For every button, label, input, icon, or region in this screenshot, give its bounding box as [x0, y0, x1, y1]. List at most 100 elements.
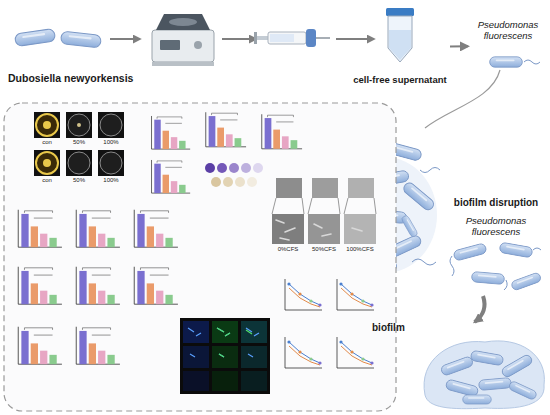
crystal-violet-wells [223, 177, 233, 187]
petri-dish-images [66, 112, 92, 138]
flow-arrow [450, 45, 468, 47]
bacteria-group [450, 248, 541, 290]
caption-text: Pseudomonas fluorescens [444, 216, 548, 238]
fluorescence-grid [217, 328, 252, 357]
bacterium [490, 57, 523, 67]
panel-label: 100% [96, 139, 126, 146]
centrifuge [160, 40, 180, 50]
petri-dish-images [34, 112, 60, 138]
syringe-filter [270, 34, 294, 42]
bar-charts [76, 210, 120, 247]
bar-charts [18, 112, 302, 364]
biofilm-cluster [463, 395, 492, 404]
panel-label: 50%CFS [306, 246, 342, 253]
bar-charts [134, 267, 178, 304]
fluorescence-grid [212, 346, 238, 368]
crystal-violet-wells [211, 177, 221, 187]
fluorescence-grid [188, 328, 259, 357]
fluorescence-grid [241, 346, 267, 368]
centrifuge [152, 62, 214, 66]
crystal-violet-wells [235, 177, 245, 187]
bar-charts [206, 112, 246, 147]
petri-dish-images [36, 114, 58, 136]
results-panel [4, 103, 396, 411]
bacterium [425, 57, 540, 128]
fluorescence-grid [183, 371, 209, 391]
biofilm-cluster [424, 341, 544, 409]
fluorescence-grid [183, 321, 209, 343]
crystal-violet-wells [205, 163, 263, 187]
bar-charts [262, 114, 302, 149]
petri-dish-images [66, 150, 92, 176]
bacteria-group [453, 243, 487, 261]
petri-dish-images [34, 150, 60, 176]
syringe-filter [316, 37, 330, 39]
panel-label: 0%CFS [270, 246, 306, 253]
sem-images [272, 198, 376, 214]
centrifuge-tube [386, 8, 414, 16]
biofilm-disruption-cluster [401, 215, 419, 238]
biofilm-cluster [470, 350, 504, 366]
bar-charts [152, 116, 191, 149]
bar-charts [76, 327, 120, 364]
petri-dish-images [43, 121, 51, 129]
sem-images [276, 178, 302, 198]
bar-charts [18, 267, 62, 304]
panel-label: 50% [64, 177, 94, 184]
crystal-violet-wells [229, 163, 239, 173]
bar-charts [134, 210, 178, 247]
biofilm-cluster [478, 378, 511, 391]
centrifuge [169, 18, 197, 26]
caption-text: biofilm [372, 322, 548, 334]
process-arrow [222, 38, 256, 40]
petri-dish-images [36, 152, 58, 174]
bacteria-group [471, 271, 504, 284]
fluorescence-grid [241, 321, 267, 343]
sem-images [276, 220, 362, 240]
biofilm-cluster [500, 354, 533, 379]
bar-charts [18, 210, 62, 247]
syringe-filter [256, 36, 268, 40]
petri-dish-images [98, 112, 124, 138]
line-charts [285, 337, 322, 368]
centrifuge-tube [388, 16, 412, 62]
petri-dish-images [100, 114, 122, 136]
centrifuge [156, 14, 210, 30]
bacteria-rods [14, 28, 101, 47]
fluorescence-grid [212, 371, 238, 391]
syringe-filter [268, 32, 306, 44]
results-panel [4, 103, 396, 411]
panel-label: 50% [64, 139, 94, 146]
caption-text: biofilm disruption [444, 197, 548, 209]
process-arrow [110, 38, 140, 40]
fluorescence-grid [183, 346, 209, 368]
centrifuge [194, 41, 202, 49]
biofilm-cluster [424, 341, 544, 409]
syringe-filter [254, 32, 257, 44]
crystal-violet-wells [253, 163, 263, 173]
centrifuge-tube [389, 30, 411, 60]
fluorescence-grid [241, 371, 267, 391]
panel-label: con [32, 177, 62, 184]
petri-dish-images [77, 123, 81, 127]
illustration-caption: Pseudomonas fluorescens [444, 216, 548, 296]
sem-images [344, 214, 376, 244]
caption-text: Pseudomonas fluorescens [468, 20, 548, 42]
bar-charts [76, 267, 120, 304]
centrifuge-tube [386, 8, 414, 62]
crystal-violet-wells [247, 177, 257, 187]
bacteria-group [511, 272, 542, 291]
sem-images [348, 178, 374, 198]
sem-images [272, 178, 376, 244]
illustration-caption: biofilm [372, 322, 548, 412]
biofilm-cluster [508, 380, 538, 400]
panel-label: 100% [96, 177, 126, 184]
petri-dish-images [68, 152, 90, 174]
fluorescence-grid [180, 318, 270, 394]
illustration-caption: Pseudomonas fluorescens [468, 20, 548, 72]
illustration-caption: cell-free supernatant [350, 8, 450, 86]
panel-label: con [32, 139, 62, 146]
crystal-violet-wells [241, 163, 251, 173]
syringe-filter [254, 29, 330, 47]
sem-images [312, 178, 338, 198]
